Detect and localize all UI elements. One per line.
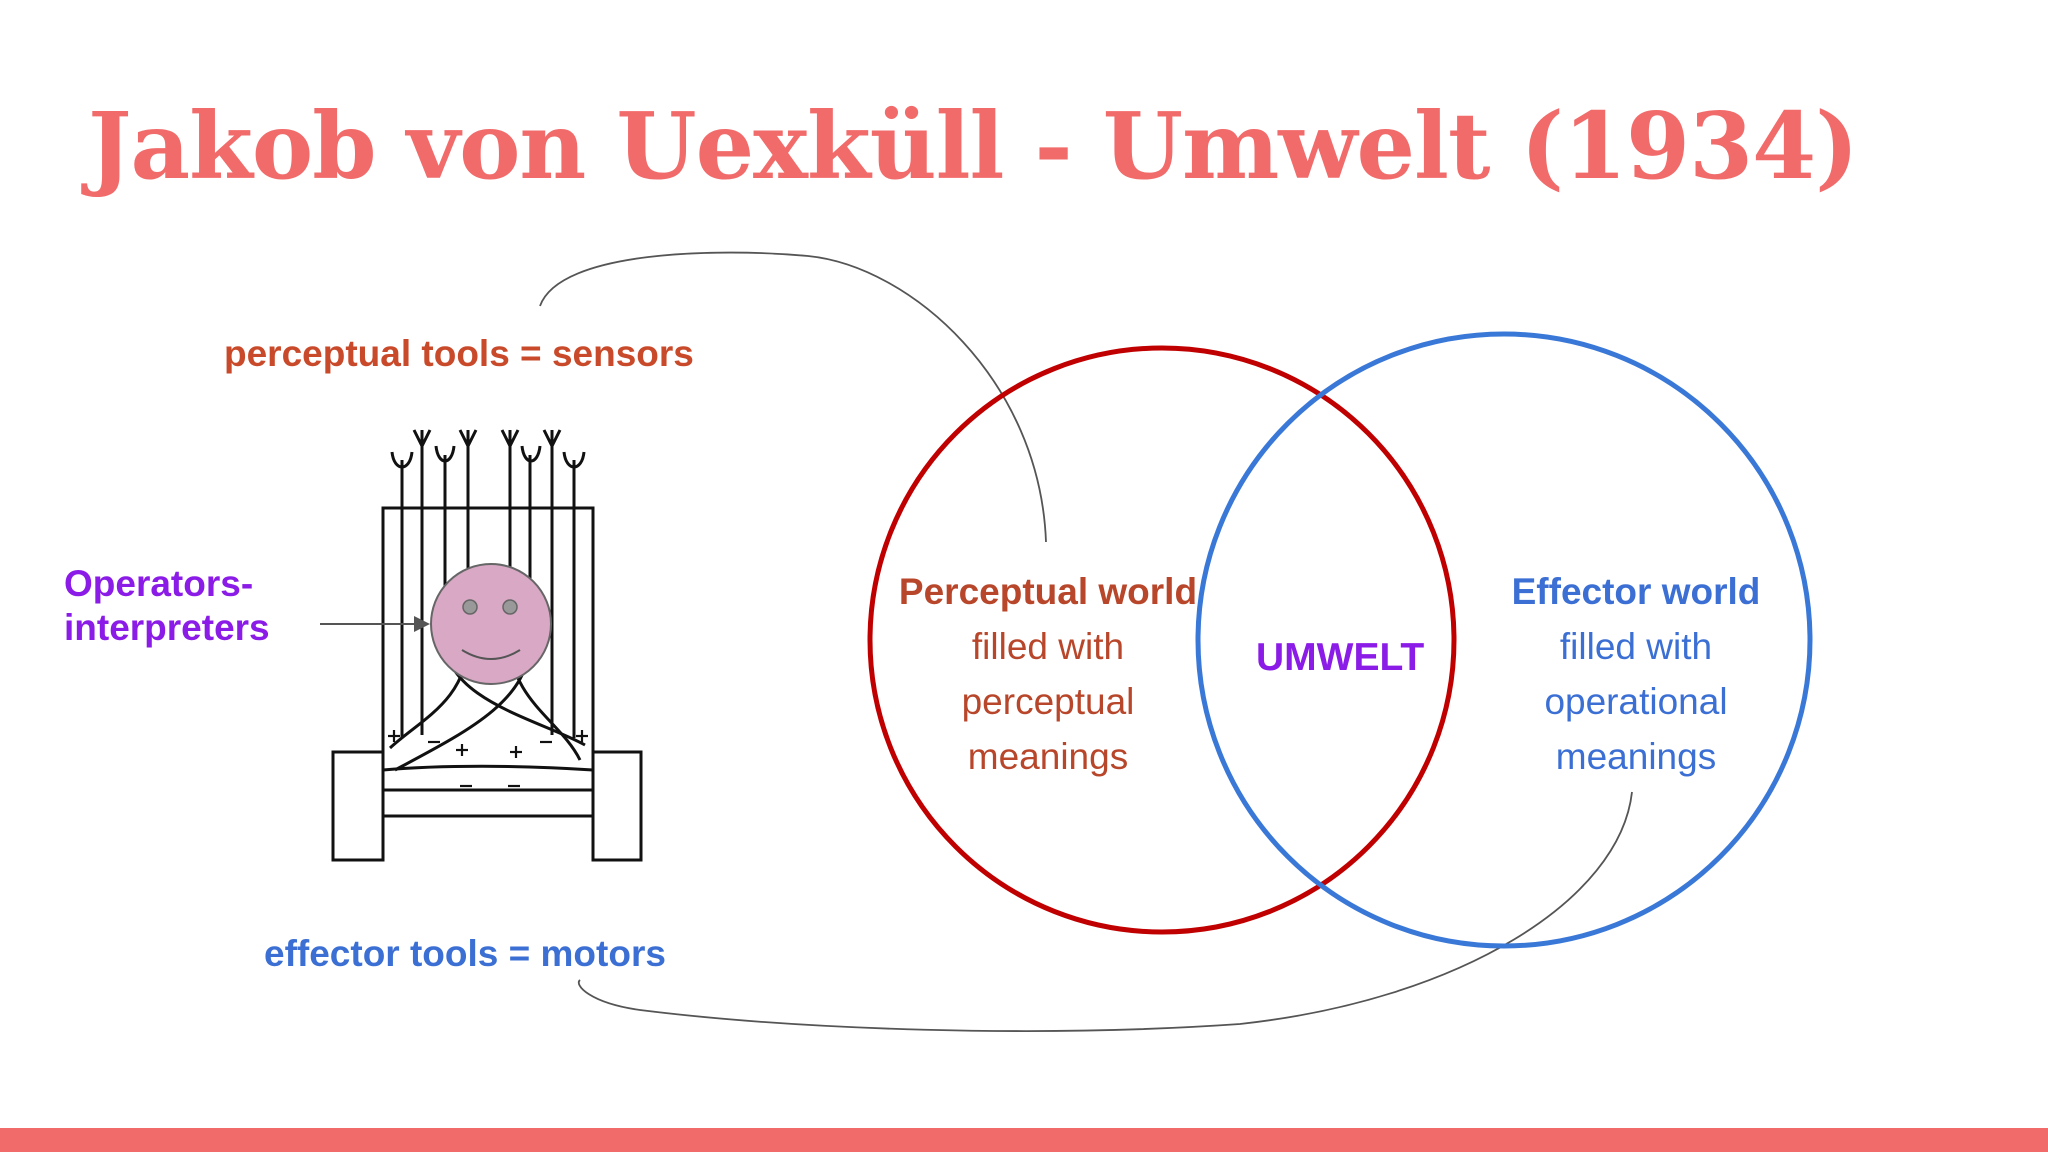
smiley-face-icon xyxy=(430,563,552,685)
effector-world-circle xyxy=(1195,331,1813,949)
perceptual-world-description: filled with perceptual meanings xyxy=(961,626,1135,777)
page-title: Jakob von Uexküll - Umwelt (1934) xyxy=(88,92,1859,200)
effector-world-text: Effector world filled with operational m… xyxy=(1476,564,1796,784)
operators-label-line1: Operators- xyxy=(64,563,254,604)
perceptual-world-title: Perceptual world xyxy=(898,571,1198,612)
bottom-accent-bar xyxy=(0,1128,2048,1152)
perceptual-world-text: Perceptual world filled with perceptual … xyxy=(888,564,1208,784)
vehicle-schematic-icon xyxy=(331,429,643,862)
perceptual-tools-label: perceptual tools = sensors xyxy=(224,333,694,374)
operators-interpreters-label: Operators- interpreters xyxy=(64,562,270,651)
perceptual-connector-curve xyxy=(539,251,1047,543)
umwelt-label: UMWELT xyxy=(1256,636,1425,679)
perceptual-world-circle xyxy=(867,345,1457,935)
effector-tools-label: effector tools = motors xyxy=(264,933,666,974)
effector-world-title: Effector world xyxy=(1511,571,1761,612)
effector-world-description: filled with operational meanings xyxy=(1544,626,1728,777)
arrow-icon xyxy=(320,616,430,632)
operators-label-line2: interpreters xyxy=(64,607,270,649)
effector-connector-curve xyxy=(577,791,1633,1032)
